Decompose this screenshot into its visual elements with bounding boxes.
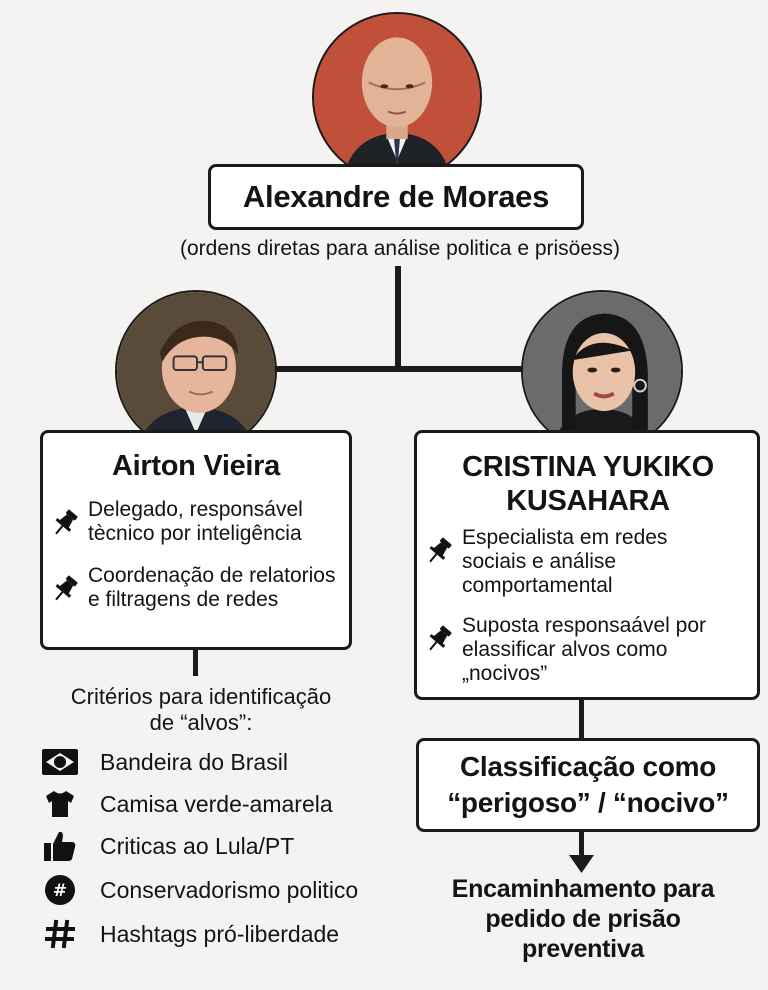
left-bullet-2: Coordenação de relatorios e filtragens d… <box>50 564 348 612</box>
connector-classification-outcome <box>579 830 584 860</box>
right-person-box <box>414 430 760 700</box>
criteria-item-hashtags: Hashtags pró-liberdade <box>42 918 339 950</box>
right-bullet-1-text: Especialista em redes sociais e análise … <box>462 526 668 597</box>
classification-line-2: “perigoso” / “nocivo” <box>447 787 729 818</box>
top-name-box: Alexandre de Moraes <box>208 164 584 230</box>
classification-box <box>416 738 760 832</box>
left-bullet-1: Delegado, responsável tècnico por inteli… <box>50 498 348 546</box>
criteria-heading-line-1: Critérios para identificação <box>70 684 332 709</box>
right-bullet-1: Especialista em redes sociais e análise … <box>424 526 744 598</box>
criteria-item-thumbs-up: Criticas ao Lula/PT <box>42 830 294 862</box>
right-name-line-1: CRISTINA YUKIKO <box>462 451 714 483</box>
pushpin-icon <box>55 509 78 535</box>
pushpin-icon <box>55 575 78 601</box>
pushpin-icon <box>429 625 452 651</box>
criteria-item-conservadorismo: # Conservadorismo politico <box>42 874 358 906</box>
circle-hash-icon: # <box>42 874 78 906</box>
outcome-line-2: pedido de prisão <box>485 905 681 933</box>
pushpin-icon <box>429 537 452 563</box>
left-bullet-2-text: Coordenação de relatorios e filtragens d… <box>88 564 336 611</box>
outcome-line-3: preventiva <box>521 935 645 963</box>
top-subtitle: (ordens diretas para análise politica e … <box>179 237 621 260</box>
svg-text:#: # <box>53 881 67 901</box>
right-bullet-2: Suposta responsaável por elassificar alv… <box>424 614 754 686</box>
left-bullet-1-text: Delegado, responsável tècnico por inteli… <box>88 498 303 545</box>
shirt-icon <box>42 788 78 820</box>
criteria-item-shirt: Camisa verde-amarela <box>42 788 333 820</box>
thumbs-up-icon <box>42 830 78 862</box>
connector-horizontal <box>196 366 602 372</box>
avatar-cristina-yukiko-kusahara <box>521 290 683 452</box>
flag-icon <box>42 746 78 778</box>
criteria-item-label: Camisa verde-amarela <box>100 790 333 817</box>
connector-top-vertical <box>395 266 401 370</box>
left-person-box <box>40 430 352 650</box>
left-name: Airton Vieira <box>111 450 280 482</box>
criteria-heading-line-2: de “alvos”: <box>149 710 253 735</box>
connector-left-criteria <box>193 648 198 676</box>
criteria-item-label: Conservadorismo politico <box>100 876 359 903</box>
outcome-line-1: Encaminhamento para <box>451 875 715 903</box>
criteria-item-flag: Bandeira do Brasil <box>42 746 288 778</box>
connector-right-classification <box>579 698 584 740</box>
avatar-alexandre-de-moraes <box>312 12 482 182</box>
avatar-airton-vieira <box>115 290 277 452</box>
criteria-item-label: Hashtags pró-liberdade <box>100 920 340 947</box>
right-bullet-2-text: Suposta responsaável por elassificar alv… <box>462 614 706 685</box>
top-name: Alexandre de Moraes <box>242 179 550 214</box>
criteria-item-label: Criticas ao Lula/PT <box>100 832 295 859</box>
criteria-item-label: Bandeira do Brasil <box>100 748 288 775</box>
right-name-line-2: KUSAHARA <box>506 485 670 517</box>
arrow-down-icon <box>569 855 594 873</box>
classification-line-1: Classificação como <box>459 751 717 782</box>
hashtag-icon <box>42 918 78 950</box>
